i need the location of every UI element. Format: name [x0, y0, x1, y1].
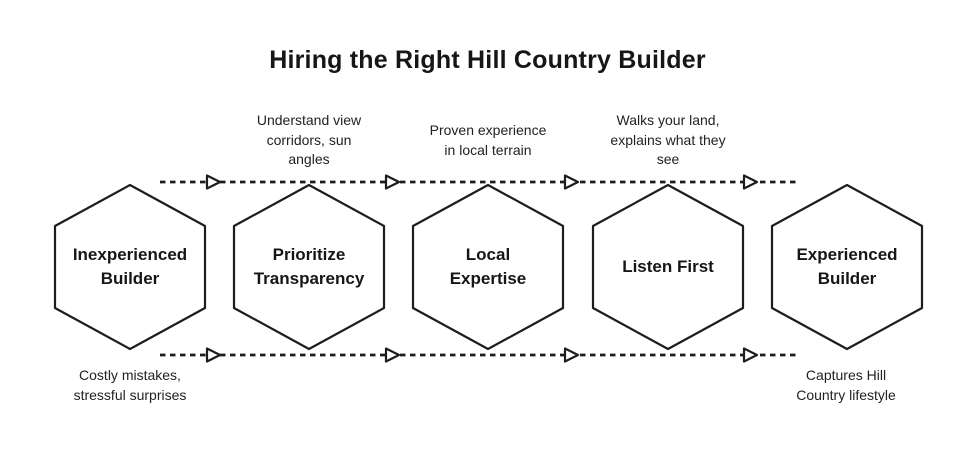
- arrowhead-right-icon: [563, 347, 580, 363]
- hexagon-shape: [770, 183, 924, 351]
- hexagon-stage-label: Listen First: [622, 257, 714, 276]
- hexagon-stage-label: Experienced Builder: [796, 245, 898, 288]
- arrowhead-right-icon: [742, 174, 759, 190]
- arrowhead-right-icon: [384, 347, 401, 363]
- arrowhead-right-icon: [205, 174, 222, 190]
- hexagon-shape: [411, 183, 565, 351]
- hexagon-shape: [232, 183, 386, 351]
- hexagon-stage-label: Local Expertise: [449, 245, 527, 288]
- bottom-annotation: Captures Hill Country lifestyle: [796, 367, 896, 403]
- arrowhead-right-icon: [205, 347, 222, 363]
- bottom-annotation: Costly mistakes, stressful surprises: [73, 367, 187, 403]
- top-annotation: Walks your land, explains what they see: [610, 112, 726, 167]
- top-annotation: Understand view corridors, sun angles: [256, 112, 362, 167]
- arrowhead-right-icon: [742, 347, 759, 363]
- hexagon-stage-label: Prioritize Transparency: [253, 245, 365, 288]
- arrowhead-right-icon: [563, 174, 580, 190]
- hexagon-shape: [53, 183, 207, 351]
- hexagon-stage-label: Inexperienced Builder: [72, 245, 188, 288]
- arrowhead-right-icon: [384, 174, 401, 190]
- hexagon-shape: [591, 183, 745, 351]
- diagram-title: Hiring the Right Hill Country Builder: [269, 46, 706, 74]
- top-annotation: Proven experience in local terrain: [429, 122, 547, 158]
